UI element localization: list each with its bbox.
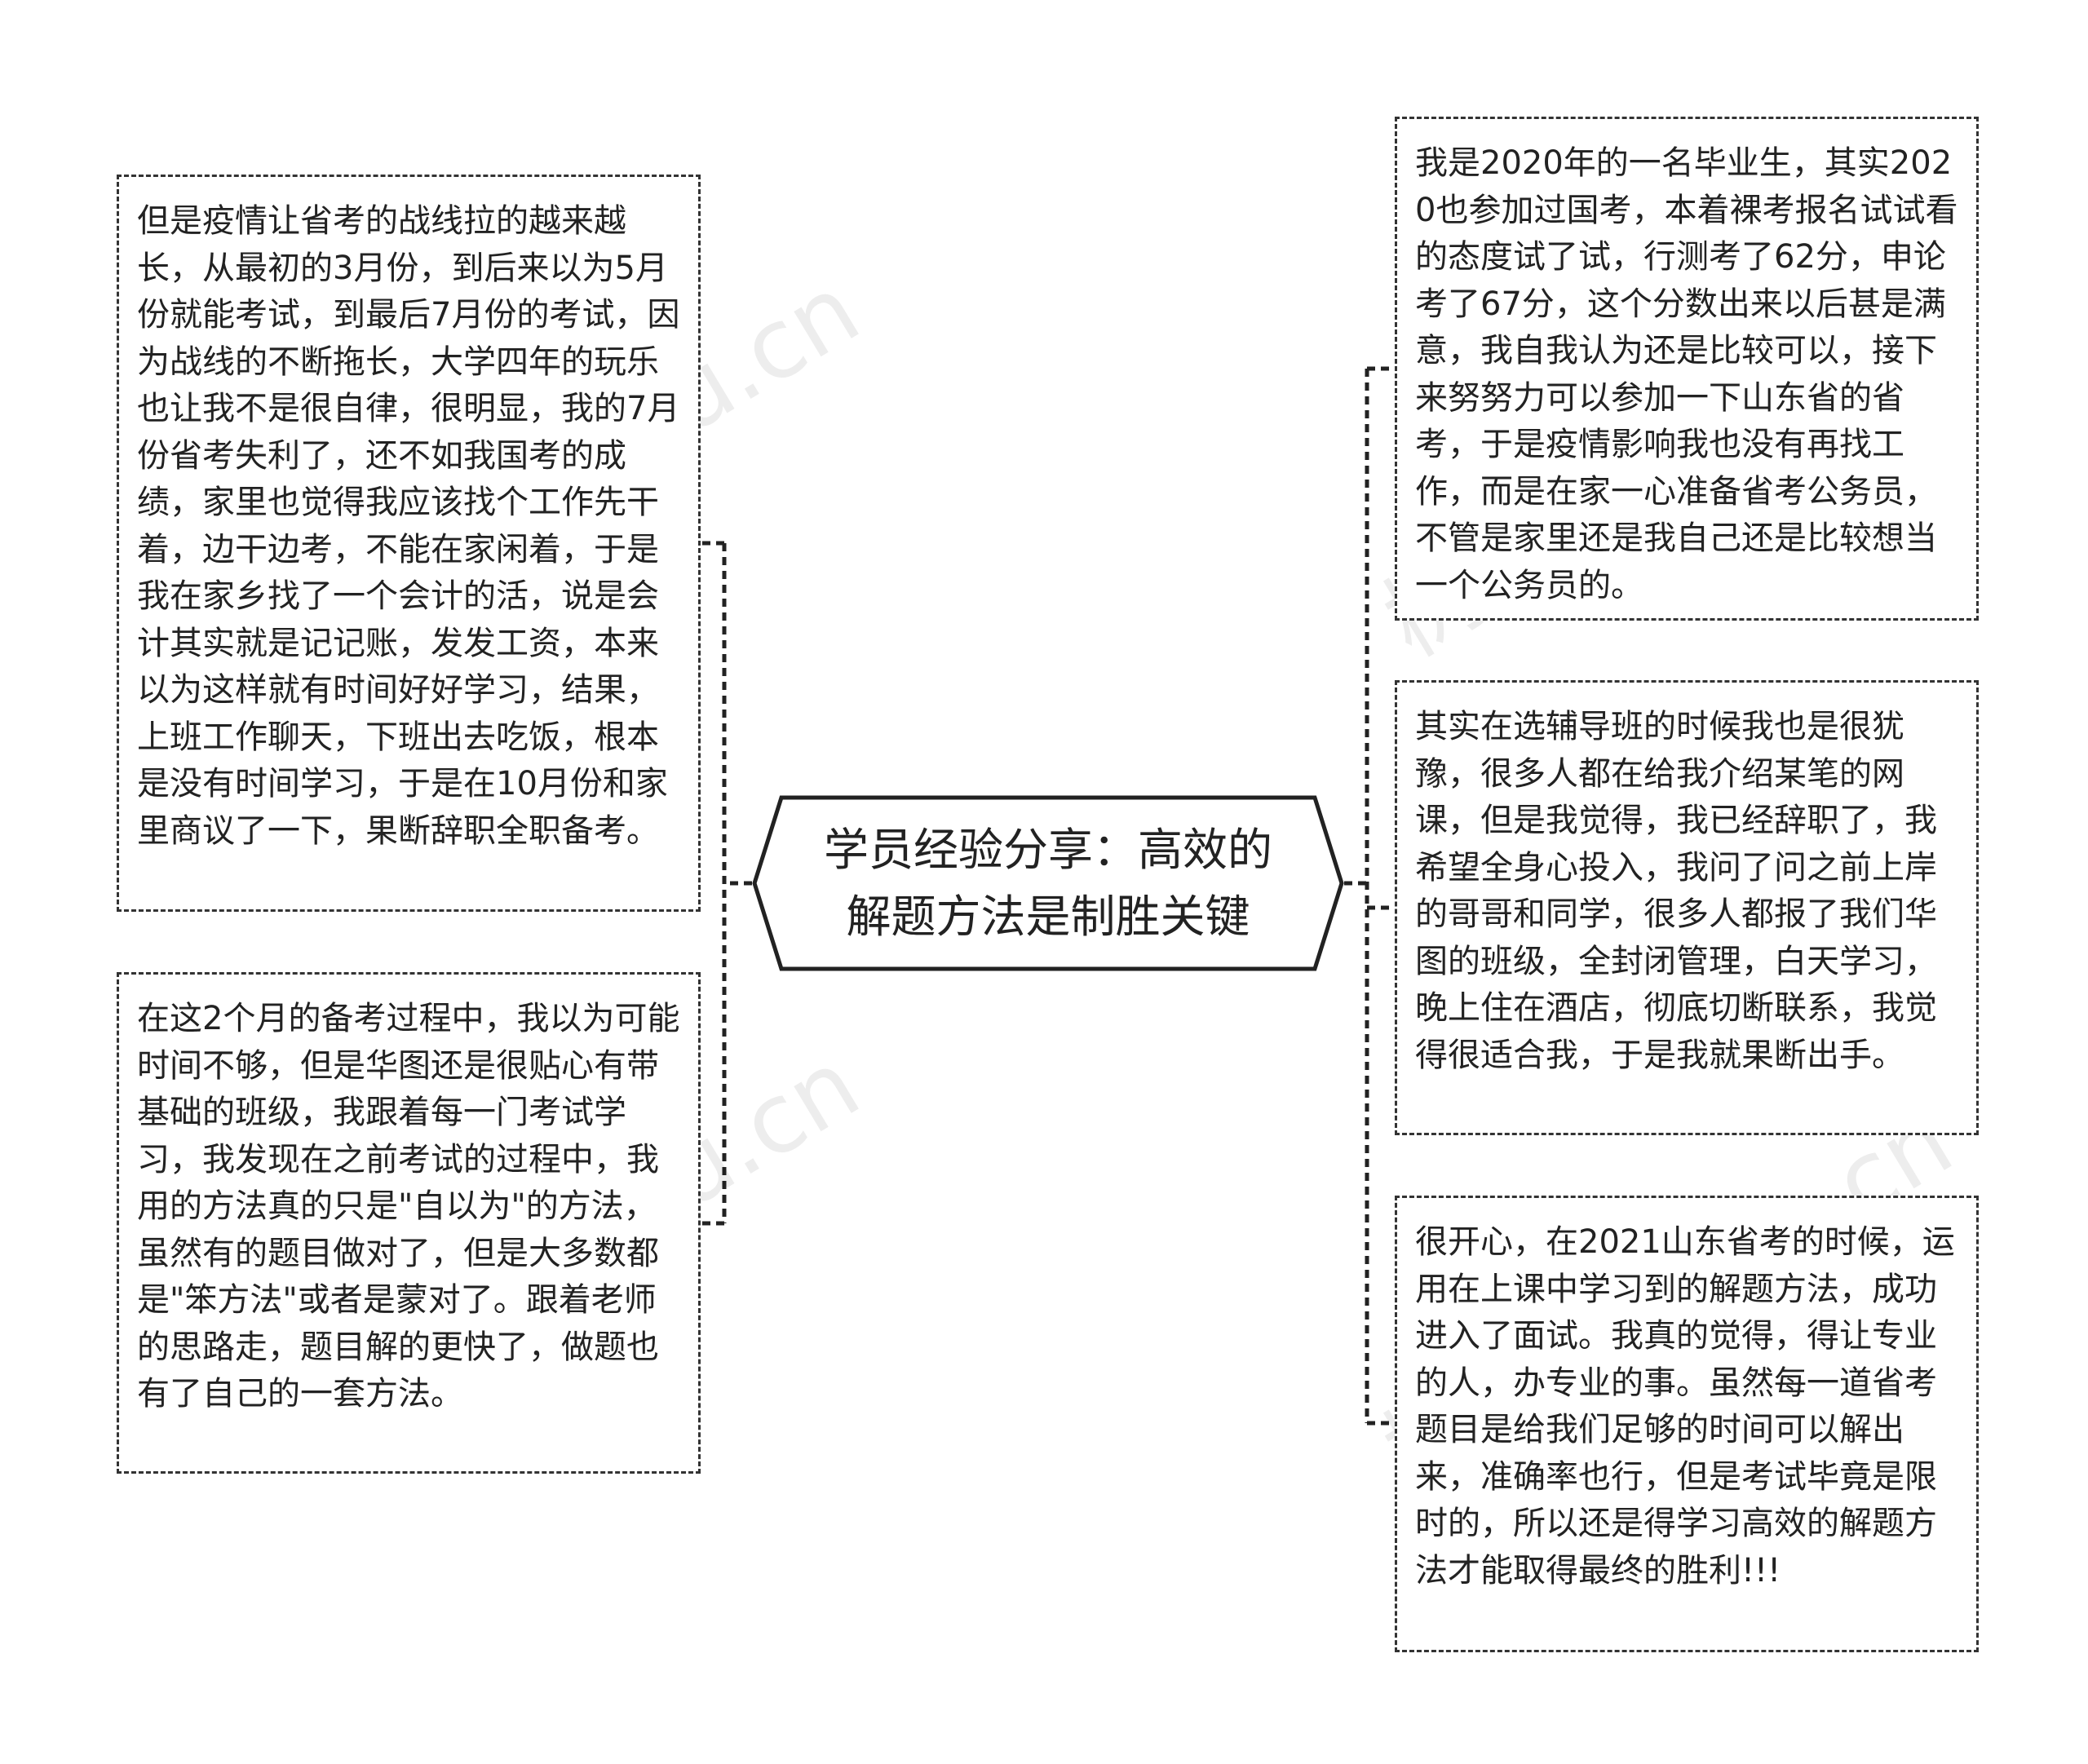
central-topic-label: 学员经验分享：高效的解题方法是制胜关键 — [823, 824, 1272, 943]
branch-node-left-1[interactable]: 但是疫情让省考的战线拉的越来越长，从最初的3月份，到后来以为5月份就能考试，到最… — [117, 175, 701, 912]
branch-node-right-3[interactable]: 很开心，在2021山东省考的时候，运用在上课中学习到的解题方法，成功进入了面试。… — [1395, 1196, 1979, 1652]
branch-node-right-1[interactable]: 我是2020年的一名毕业生，其实2020也参加过国考，本着裸考报名试试看的态度试… — [1395, 117, 1979, 621]
central-topic-shape — [752, 795, 1344, 971]
branch-node-left-2[interactable]: 在这2个月的备考过程中，我以为可能时间不够，但是华图还是很贴心有带基础的班级，我… — [117, 972, 701, 1474]
central-topic-node[interactable]: 学员经验分享：高效的解题方法是制胜关键 — [752, 795, 1344, 971]
branch-node-right-2[interactable]: 其实在选辅导班的时候我也是很犹豫，很多人都在给我介绍某笔的网课，但是我觉得，我已… — [1395, 680, 1979, 1135]
